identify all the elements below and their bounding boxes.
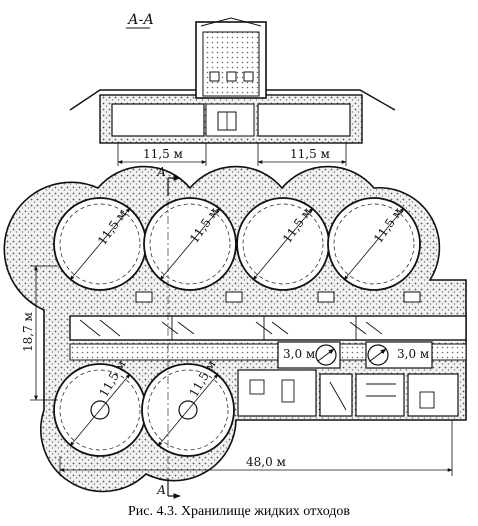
section-view: А-А 11,5 м 11,5 м — [69, 12, 396, 166]
section-dim-right: 11,5 м — [290, 147, 330, 161]
length-dim: 48,0 м — [246, 455, 286, 469]
section-dim-left: 11,5 м — [143, 147, 183, 161]
plan-view: 11,5 м 11,5 м 11,5 м 11,5 м 3,0 м 3,0 м — [3, 165, 467, 499]
height-dim: 18,7 м — [21, 312, 35, 352]
service-corridor — [69, 315, 467, 341]
cut-marker-top: А — [156, 165, 166, 179]
cut-marker-bottom: А — [156, 483, 166, 497]
section-label: А-А — [127, 12, 154, 28]
figure-caption: Рис. 4.3. Хранилище жидких отходов — [127, 504, 351, 519]
chamber-2-dim: 3,0 м — [397, 347, 429, 361]
chamber-1-dim: 3,0 м — [283, 347, 315, 361]
